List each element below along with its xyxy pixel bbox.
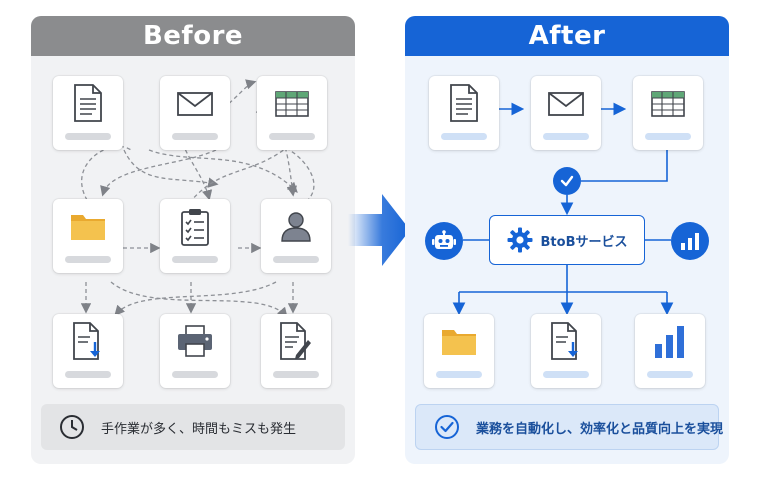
spreadsheet-icon <box>651 91 685 117</box>
before-card-edit <box>261 314 331 388</box>
check-icon <box>560 175 574 187</box>
robot-circle <box>425 222 463 260</box>
after-card-folder <box>424 314 494 388</box>
before-card-user <box>261 199 331 273</box>
before-card-document <box>53 76 123 150</box>
after-card-spreadsheet <box>633 76 703 150</box>
document-icon <box>450 84 478 122</box>
before-header: Before <box>31 16 355 56</box>
envelope-icon <box>177 92 213 116</box>
transition-arrow-icon <box>348 194 410 266</box>
after-card-download <box>531 314 601 388</box>
after-footer: 業務を自動化し、効率化と品質向上を実現 <box>415 404 723 450</box>
after-card-chart <box>635 314 705 388</box>
spreadsheet-icon <box>275 91 309 117</box>
before-footer-text: 手作業が多く、時間もミスも発生 <box>101 421 297 437</box>
bar-chart-icon <box>655 326 684 358</box>
user-icon <box>281 212 311 242</box>
after-flow-connections <box>452 102 674 316</box>
before-card-folder <box>53 199 123 273</box>
document-icon <box>74 84 102 122</box>
before-card-download <box>53 314 123 388</box>
check-circle <box>553 167 581 195</box>
gear-icon <box>507 227 533 253</box>
document-edit-icon <box>280 322 311 360</box>
before-panel: Before <box>31 16 355 464</box>
robot-icon <box>432 230 456 249</box>
after-header: After <box>405 16 729 56</box>
before-card-clipboard <box>160 199 230 273</box>
before-card-mail <box>160 76 230 150</box>
document-download-icon <box>73 322 100 360</box>
envelope-icon <box>548 92 584 116</box>
after-panel: After <box>405 16 729 464</box>
before-card-printer <box>160 314 230 388</box>
check-circle-icon <box>435 415 459 439</box>
btob-service-box: BtoBサービス <box>489 215 645 265</box>
printer-icon <box>178 325 212 357</box>
document-download-icon <box>551 322 578 360</box>
after-footer-text: 業務を自動化し、効率化と品質向上を実現 <box>476 421 724 437</box>
after-card-document <box>429 76 499 150</box>
bar-chart-icon <box>681 233 699 250</box>
clipboard-checklist-icon <box>181 209 209 246</box>
folder-icon <box>71 215 105 240</box>
folder-icon <box>442 330 476 355</box>
before-card-spreadsheet <box>257 76 327 150</box>
after-card-mail <box>531 76 601 150</box>
before-footer: 手作業が多く、時間もミスも発生 <box>41 404 345 450</box>
chart-circle <box>671 222 709 260</box>
clock-icon <box>60 415 84 439</box>
btob-service-label: BtoBサービス <box>540 234 628 250</box>
before-chaotic-connections <box>80 79 315 318</box>
